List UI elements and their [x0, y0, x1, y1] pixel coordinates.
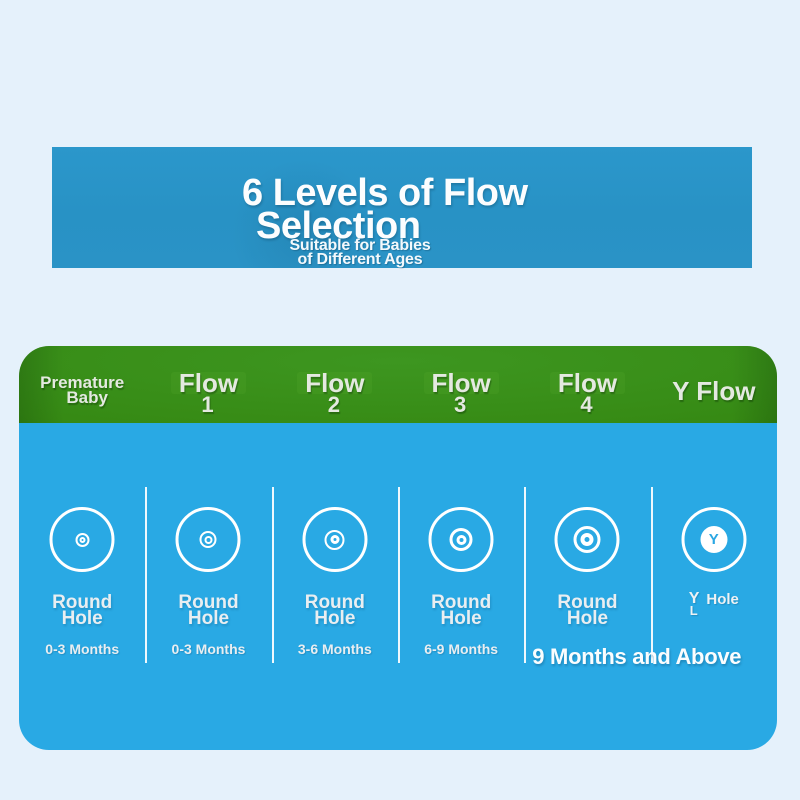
header-label: 1	[201, 392, 214, 417]
flow-column-y: Y Y Hole L	[651, 423, 777, 750]
column-divider	[271, 487, 274, 663]
hole-ring-inner	[580, 533, 594, 546]
hole-type-label: Y Hole L	[688, 590, 739, 618]
round-hole-icon	[554, 507, 620, 572]
flow-column-premature: Round Hole 0-3 Months	[19, 423, 145, 750]
hole-ring-outer	[199, 531, 217, 548]
header-label: 3	[454, 392, 467, 417]
round-hole-icon	[175, 507, 241, 572]
header-label: Baby	[66, 388, 108, 407]
hole-ring-inner	[204, 535, 213, 544]
header-label: Premature	[40, 373, 125, 392]
column-divider	[524, 487, 527, 663]
column-divider	[650, 487, 653, 663]
column-divider	[398, 487, 400, 663]
hole-type-label: Round Hole	[557, 592, 618, 629]
header-label: Flow	[170, 370, 247, 396]
header-cell-flow-4: Flow 4	[524, 346, 650, 423]
round-hole-icon	[428, 507, 494, 572]
header-cell-premature-baby: Premature Baby	[19, 346, 145, 423]
header-label: Y Flow	[672, 376, 756, 406]
hole-ring-outer	[449, 528, 473, 551]
card-body: Round Hole 0-3 Months Round Hole 0-3 Mon…	[19, 423, 777, 750]
promo-banner: 6 Levels of Flow Selection Suitable for …	[52, 147, 752, 268]
header-cell-flow-3: Flow 3	[398, 346, 524, 423]
hole-type-label: Round Hole	[304, 592, 365, 629]
age-range-label: 3-6 Months	[297, 641, 372, 657]
hole-type-label: Round Hole	[52, 592, 113, 629]
round-hole-icon	[302, 507, 368, 572]
banner-title-line1: 6 Levels of Flow	[242, 172, 528, 214]
y-hole-disc: Y	[700, 526, 728, 553]
hole-type-label: Round Hole	[431, 592, 492, 629]
header-label: Flow	[297, 370, 373, 396]
y-hole-icon: Y	[681, 507, 747, 572]
flow-column-1: Round Hole 0-3 Months	[145, 423, 271, 750]
banner-title: 6 Levels of Flow Selection	[242, 172, 528, 247]
round-hole-icon	[49, 507, 115, 572]
banner-subtitle-line1: Suitable for Babies	[289, 237, 431, 254]
header-cell-y-flow: Y Flow	[651, 346, 777, 423]
hole-ring-inner	[79, 536, 86, 543]
age-range-label: 6-9 Months	[424, 641, 499, 657]
header-label: Flow	[549, 370, 626, 396]
card-header: Premature Baby Flow 1 Flow 2 Flow 3 Flow…	[19, 346, 777, 423]
hole-type-label: Round Hole	[178, 592, 239, 629]
header-label: 4	[580, 392, 593, 417]
banner-subtitle: Suitable for Babies of Different Ages	[240, 237, 480, 268]
age-range-label: 0-3 Months	[171, 641, 246, 657]
header-cell-flow-2: Flow 2	[272, 346, 398, 423]
banner-subtitle-line2: of Different Ages	[297, 251, 423, 268]
flow-selection-card: Premature Baby Flow 1 Flow 2 Flow 3 Flow…	[19, 346, 777, 750]
flow-column-3: Round Hole 6-9 Months	[398, 423, 524, 750]
hole-ring-outer	[75, 532, 90, 547]
hole-ring-outer	[573, 526, 601, 553]
age-range-label: 0-3 Months	[45, 641, 120, 657]
flow-column-4: Round Hole	[524, 423, 650, 750]
header-label: 2	[327, 392, 340, 417]
hole-ring-inner	[330, 535, 340, 544]
banner-title-line2: Selection	[256, 205, 421, 247]
header-cell-flow-1: Flow 1	[145, 346, 271, 423]
flow-column-2: Round Hole 3-6 Months	[272, 423, 398, 750]
age-span-label: 9 Months and Above	[532, 644, 742, 669]
y-glyph: Y	[708, 531, 719, 548]
column-divider	[145, 487, 148, 663]
hole-ring-outer	[324, 529, 345, 550]
hole-ring-inner	[456, 534, 467, 545]
header-label: Flow	[423, 370, 499, 396]
